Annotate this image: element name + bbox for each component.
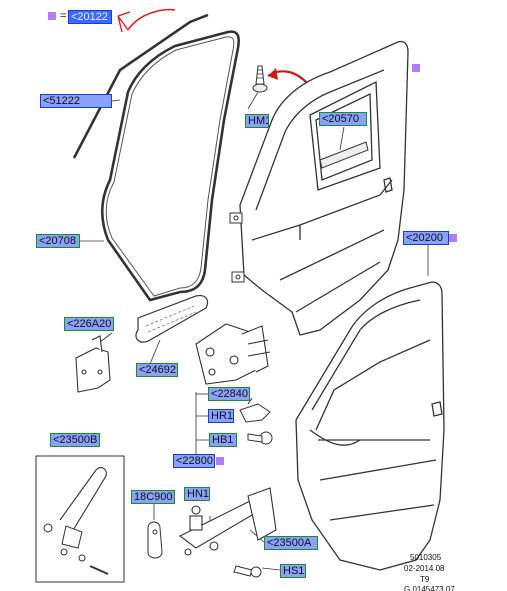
seal-strip-51222	[72, 13, 209, 159]
selection-marker	[48, 12, 56, 20]
part-label-23500a[interactable]: <23500A	[264, 536, 318, 550]
part-label-hn1[interactable]: HN1	[184, 487, 210, 501]
part-label-20708[interactable]: <20708	[36, 234, 80, 248]
footer-ref-3: T9	[420, 575, 430, 584]
part-label-51222[interactable]: <51222	[40, 94, 112, 108]
part-label-hs1[interactable]: HS1	[280, 564, 306, 578]
clip-hm1-part	[252, 65, 268, 93]
part-marker-22800	[216, 457, 224, 465]
part-label-22800[interactable]: <22800	[173, 454, 215, 468]
part-label-20200[interactable]: <20200	[403, 231, 449, 245]
footer-ref-1: 5010305	[410, 553, 442, 562]
part-label-hm1[interactable]: HM1	[245, 114, 269, 128]
part-label-23500b[interactable]: <23500B	[50, 433, 100, 447]
annotation-arrow	[127, 8, 176, 31]
door-check-23500a	[178, 487, 277, 556]
check-strap-box-23500b	[35, 455, 125, 583]
part-label-226a20[interactable]: <226A20	[64, 317, 114, 331]
upper-door-hinges	[229, 212, 245, 283]
bolt-hb1	[247, 431, 273, 445]
screw-hs1	[233, 565, 262, 578]
part-label-22840[interactable]: <22840	[208, 387, 250, 401]
selected-part-label-20122[interactable]: <20122	[68, 10, 112, 24]
equals-sign: =	[60, 10, 67, 22]
part-label-hr1[interactable]: HR1	[208, 409, 234, 423]
trim-pad-24692	[135, 295, 209, 343]
hinge-assembly	[195, 323, 271, 385]
footer-ref-4: G 0145473 07	[404, 585, 455, 591]
part-marker-door	[412, 64, 420, 72]
washer-18c900	[147, 521, 163, 559]
part-label-24692[interactable]: <24692	[136, 363, 178, 377]
bracket-226a20	[75, 335, 111, 393]
retainer-hr1	[239, 397, 271, 423]
part-label-hb1[interactable]: HB1	[209, 433, 237, 447]
part-label-20570[interactable]: <20570	[319, 112, 367, 126]
weatherstrip-20708	[100, 30, 240, 302]
part-label-18c900[interactable]: 18C900	[131, 490, 175, 504]
window-channel-20570	[319, 141, 369, 169]
lower-door-shell	[295, 281, 445, 571]
part-marker-20200	[449, 234, 457, 242]
footer-ref-2: 02-2014 08	[404, 564, 445, 573]
